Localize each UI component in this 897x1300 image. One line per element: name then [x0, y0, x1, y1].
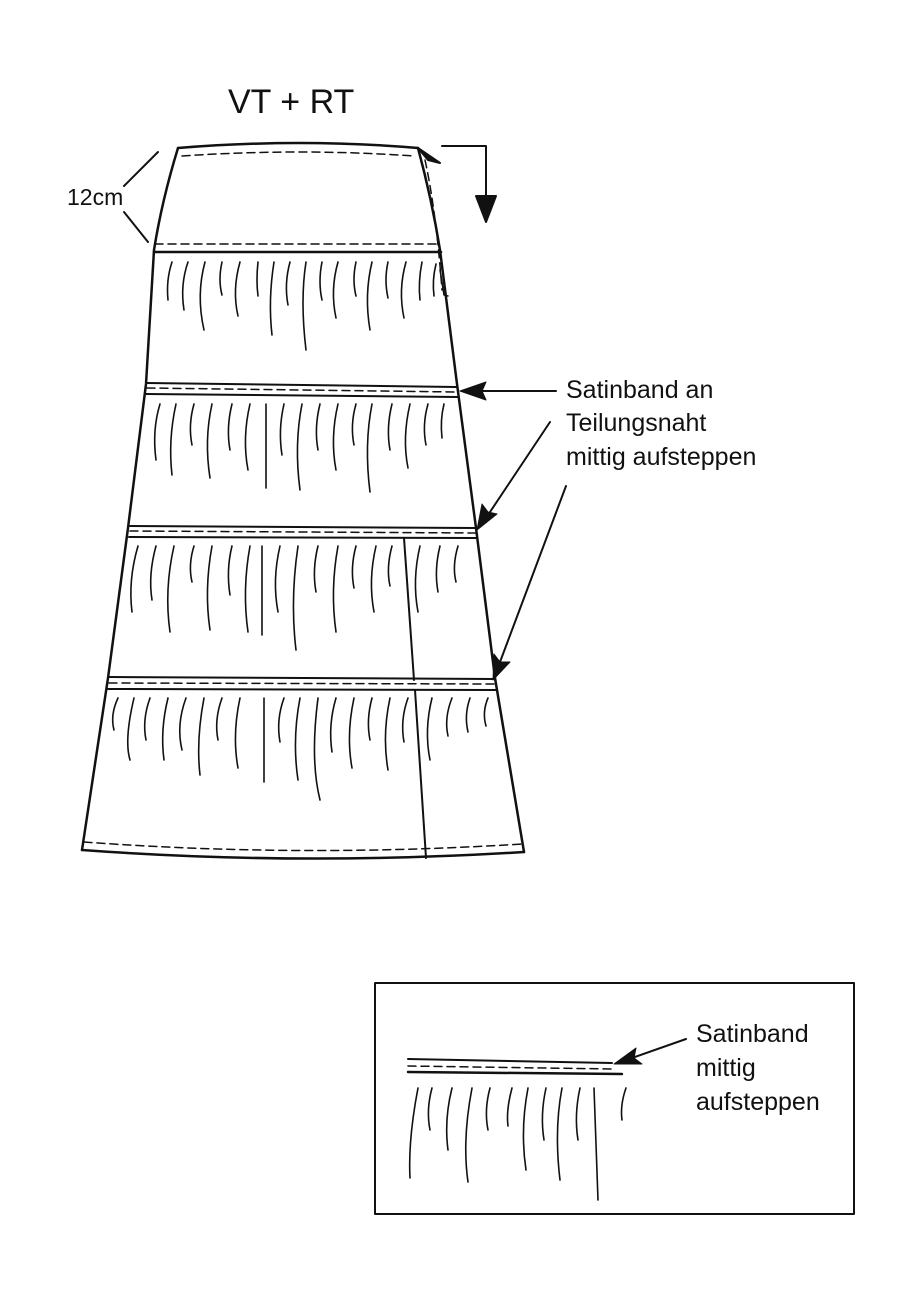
main-callout-line-3: mittig aufsteppen — [566, 443, 756, 471]
skirt-drawing — [80, 141, 526, 860]
detail-box — [374, 982, 855, 1215]
main-callout-line-1: Satinband an — [566, 376, 713, 404]
yoke-dimension — [123, 151, 159, 243]
main-callout-line-2: Teilungsnaht — [566, 409, 706, 437]
view-label: VT + RT — [228, 83, 354, 121]
down-arrow-icon — [441, 145, 497, 223]
callout-arrows — [459, 381, 567, 681]
detail-callout-line-1: Satinband — [696, 1020, 809, 1048]
detail-callout-line-3: aufsteppen — [696, 1088, 820, 1116]
dimension-label: 12cm — [67, 184, 123, 210]
detail-callout-line-2: mittig — [696, 1054, 756, 1082]
